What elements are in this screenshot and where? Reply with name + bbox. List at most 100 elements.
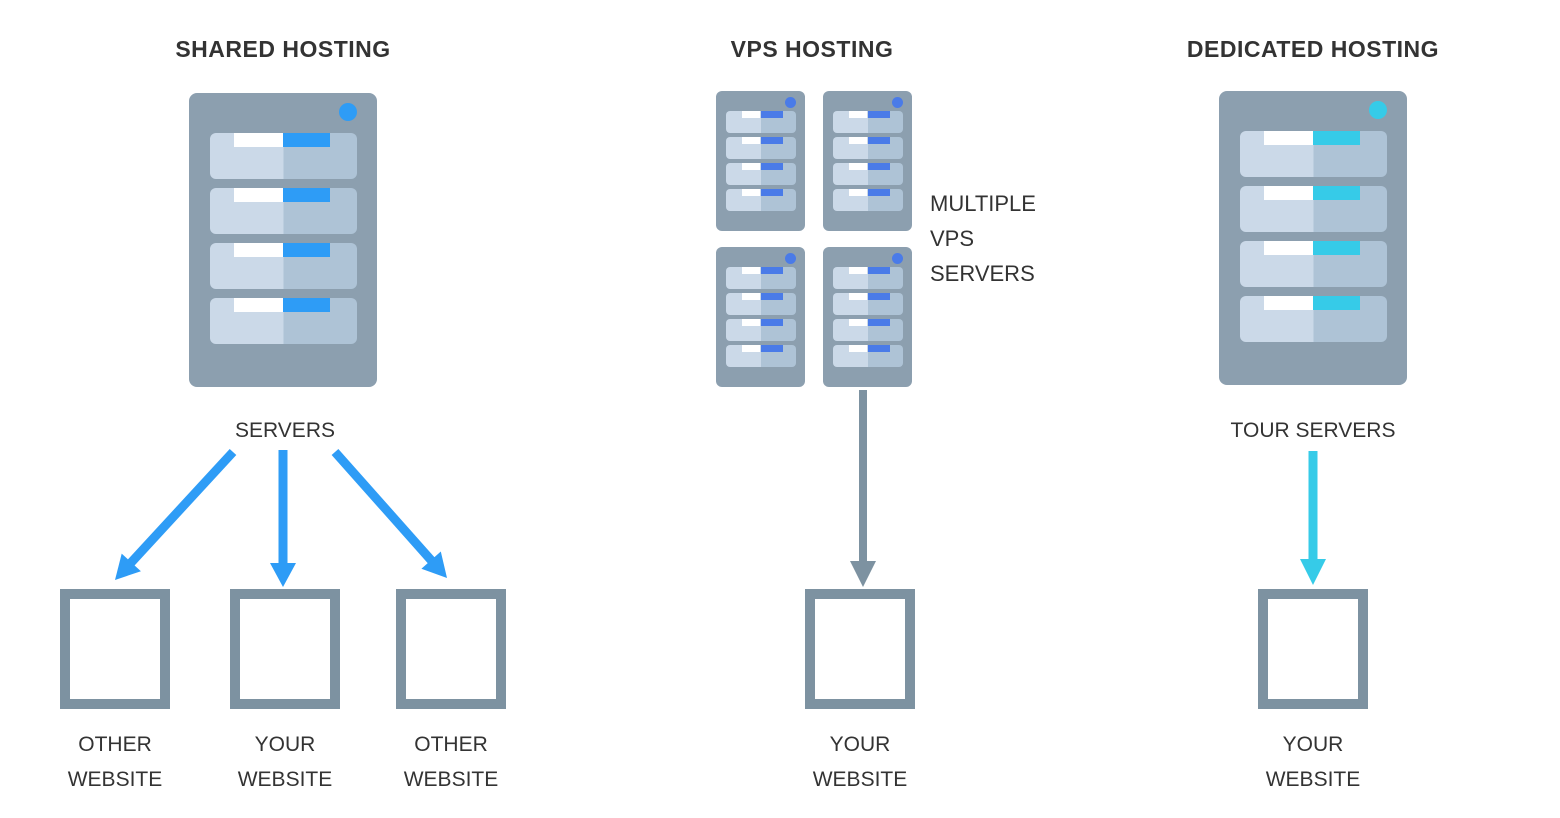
your-website-box bbox=[1258, 589, 1368, 709]
arrow-vps-to-site bbox=[850, 390, 876, 587]
vps-server-2 bbox=[823, 91, 912, 231]
bay-accent-strip bbox=[868, 189, 890, 196]
bay-white-strip bbox=[849, 293, 867, 300]
your-website-label: YOUR WEBSITE bbox=[237, 733, 333, 791]
bay-accent-strip bbox=[1313, 186, 1360, 200]
arrow-shared-to-right-site bbox=[331, 449, 447, 578]
other-website-label-right: OTHER WEBSITE bbox=[403, 733, 499, 791]
power-led-icon bbox=[1369, 101, 1387, 119]
power-led-icon bbox=[785, 97, 796, 108]
bay-accent-strip bbox=[283, 188, 330, 202]
server-bay bbox=[833, 111, 903, 133]
bay-white-strip bbox=[849, 189, 867, 196]
server-bay bbox=[833, 267, 903, 289]
server-bay bbox=[1240, 241, 1387, 287]
vps-hosting-title: VPS HOSTING bbox=[730, 36, 894, 62]
bay-white-strip bbox=[234, 133, 283, 147]
bay-accent-strip bbox=[761, 319, 783, 326]
bay-accent-strip bbox=[761, 267, 783, 274]
other-website-box-left bbox=[60, 589, 170, 709]
power-led-icon bbox=[892, 97, 903, 108]
server-bay bbox=[726, 319, 796, 341]
bay-accent-strip bbox=[761, 111, 783, 118]
server-bay bbox=[210, 298, 357, 344]
bay-white-strip bbox=[742, 137, 760, 144]
vps-server-4 bbox=[823, 247, 912, 387]
bay-white-strip bbox=[849, 345, 867, 352]
bay-white-strip bbox=[742, 189, 760, 196]
bay-white-strip bbox=[1264, 241, 1313, 255]
bay-accent-strip bbox=[761, 293, 783, 300]
bay-white-strip bbox=[849, 163, 867, 170]
bay-accent-strip bbox=[283, 133, 330, 147]
shared-server bbox=[189, 93, 377, 387]
other-website-label-left: OTHER WEBSITE bbox=[67, 733, 163, 791]
bay-accent-strip bbox=[868, 137, 890, 144]
bay-accent-strip bbox=[868, 111, 890, 118]
bay-white-strip bbox=[1264, 296, 1313, 310]
bay-white-strip bbox=[849, 137, 867, 144]
power-led-icon bbox=[892, 253, 903, 264]
bay-accent-strip bbox=[868, 293, 890, 300]
dedicated-server bbox=[1219, 91, 1407, 385]
server-bay bbox=[833, 189, 903, 211]
your-website-box bbox=[230, 589, 340, 709]
bay-accent-strip bbox=[1313, 131, 1360, 145]
bay-white-strip bbox=[1264, 131, 1313, 145]
bay-white-strip bbox=[849, 319, 867, 326]
bay-white-strip bbox=[849, 111, 867, 118]
server-bay bbox=[726, 189, 796, 211]
server-bay bbox=[726, 267, 796, 289]
server-bay bbox=[726, 137, 796, 159]
power-led-icon bbox=[785, 253, 796, 264]
server-bay bbox=[1240, 296, 1387, 342]
arrow-shared-to-middle-site bbox=[270, 450, 296, 587]
bay-accent-strip bbox=[1313, 296, 1360, 310]
power-led-icon bbox=[339, 103, 357, 121]
server-bay bbox=[833, 163, 903, 185]
shared-hosting-title: SHARED HOSTING bbox=[175, 36, 391, 62]
bay-accent-strip bbox=[283, 243, 330, 257]
bay-white-strip bbox=[742, 267, 760, 274]
server-bay bbox=[1240, 186, 1387, 232]
bay-white-strip bbox=[742, 293, 760, 300]
bay-white-strip bbox=[1264, 186, 1313, 200]
bay-accent-strip bbox=[761, 163, 783, 170]
bay-accent-strip bbox=[868, 319, 890, 326]
bay-accent-strip bbox=[283, 298, 330, 312]
bay-white-strip bbox=[234, 188, 283, 202]
bay-accent-strip bbox=[868, 345, 890, 352]
vps-server-3 bbox=[716, 247, 805, 387]
servers-caption: SERVERS bbox=[235, 419, 335, 442]
bay-accent-strip bbox=[761, 345, 783, 352]
bay-white-strip bbox=[742, 163, 760, 170]
bay-white-strip bbox=[234, 243, 283, 257]
vps-server-1 bbox=[716, 91, 805, 231]
your-website-box bbox=[805, 589, 915, 709]
server-bay bbox=[833, 319, 903, 341]
server-bay bbox=[1240, 131, 1387, 177]
server-bay bbox=[833, 293, 903, 315]
server-bay bbox=[833, 137, 903, 159]
server-bay bbox=[210, 243, 357, 289]
arrow-dedicated-to-site bbox=[1300, 451, 1326, 585]
bay-accent-strip bbox=[761, 137, 783, 144]
bay-white-strip bbox=[742, 319, 760, 326]
multiple-vps-servers-annotation: MULTIPLE VPS SERVERS bbox=[930, 191, 1036, 286]
server-bay bbox=[833, 345, 903, 367]
server-bay bbox=[210, 133, 357, 179]
arrow-shared-to-left-site bbox=[115, 448, 237, 580]
other-website-box-right bbox=[396, 589, 506, 709]
bay-white-strip bbox=[849, 267, 867, 274]
dedicated-hosting-title: DEDICATED HOSTING bbox=[1186, 36, 1440, 62]
bay-accent-strip bbox=[1313, 241, 1360, 255]
bay-accent-strip bbox=[868, 267, 890, 274]
server-bay bbox=[726, 345, 796, 367]
tour-servers-caption: TOUR SERVERS bbox=[1230, 419, 1396, 442]
server-bay bbox=[726, 111, 796, 133]
